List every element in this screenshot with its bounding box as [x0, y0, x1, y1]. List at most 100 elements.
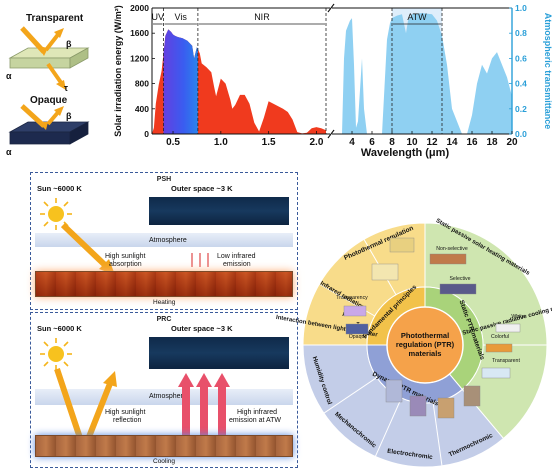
- x-tick-label: 20: [506, 137, 518, 148]
- x-tick-label: 6: [369, 137, 375, 148]
- inset-thumbnail: [343, 305, 367, 317]
- inset-thumbnail: [481, 367, 511, 379]
- center-label-3: materials: [409, 349, 442, 358]
- right-tick-label: 0.8: [515, 28, 527, 38]
- inset-thumbnail: [371, 263, 399, 281]
- inset-thumbnail: [389, 237, 415, 253]
- dynamic-divider: [374, 397, 402, 457]
- prc-emission-label-2: emission at ATW: [229, 417, 281, 424]
- prc-sun-label: Sun ~6000 K: [37, 324, 82, 333]
- prc-reflection-label-2: reflection: [113, 417, 142, 424]
- left-y-axis-title: Solar irradiation energy (W/m²): [113, 5, 123, 137]
- right-tick-label: 0.0: [515, 129, 527, 139]
- psh-emission-arrows: [191, 253, 209, 267]
- right-tick-label: 0.2: [515, 104, 527, 114]
- inset-thumbnail: [429, 253, 467, 265]
- prc-panel: PRC Sun ~6000 K Outer space ~3 K Atmosph…: [30, 312, 298, 468]
- axis-break-mark: [327, 129, 335, 139]
- inset-thumbnail: [495, 323, 521, 333]
- alpha-symbol: α: [6, 71, 12, 81]
- inset-white-label: White: [511, 314, 524, 320]
- prc-material-label: Cooling: [153, 458, 176, 465]
- solar-spectrum-visible-area: [163, 29, 198, 134]
- prc-atmosphere-label: Atmosphere: [149, 393, 187, 400]
- psh-outer-space: [149, 197, 289, 225]
- transmittance-area: [336, 13, 512, 134]
- psh-atmosphere-label: Atmosphere: [149, 237, 187, 244]
- prc-outer-space: [149, 337, 289, 369]
- x-tick-label: 0.5: [166, 137, 180, 148]
- inset-thumbnail: [439, 283, 477, 295]
- prc-space-label: Outer space ~3 K: [171, 324, 233, 333]
- inset-transparency-label: Transparency: [336, 295, 368, 301]
- opaque-slab-diagram: [8, 104, 90, 145]
- x-tick-label: 16: [466, 137, 478, 148]
- psh-space-label: Outer space ~3 K: [171, 184, 233, 193]
- psh-material-label: Heating: [153, 299, 176, 306]
- tau-symbol: τ: [64, 83, 69, 93]
- alpha-symbol-opaque: α: [6, 147, 12, 157]
- prc-atmosphere-band: [35, 389, 293, 405]
- inset-transparent-label: Transparent: [492, 358, 520, 364]
- left-tick-label: 1200: [130, 53, 149, 63]
- region-label: UV: [151, 12, 164, 22]
- wheel-center: [386, 306, 464, 384]
- center-label-1: Photothermal: [401, 331, 449, 340]
- inset-selective-label: Selective: [449, 276, 470, 282]
- psh-emission-label-1: Low infrared: [217, 253, 256, 260]
- optics-legend: Transparent α β τ Opaque α β: [0, 0, 104, 162]
- inset-thumbnail: [409, 395, 427, 417]
- inset-colorful-label: Colorful: [491, 334, 509, 340]
- transparent-label: Transparent: [26, 13, 84, 24]
- psh-title: PSH: [156, 176, 172, 183]
- psh-emission-label-2: emission: [223, 261, 251, 268]
- prc-emission-label-1: High infrared: [237, 409, 278, 416]
- inset-opaque-label: Opaque: [349, 334, 368, 340]
- x-tick-label: 8: [389, 137, 395, 148]
- right-tick-label: 0.4: [515, 79, 527, 89]
- x-tick-label: 2.0: [309, 137, 323, 148]
- psh-atmosphere-band: [35, 233, 293, 247]
- left-tick-label: 1600: [130, 28, 149, 38]
- psh-sun-label: Sun ~6000 K: [37, 184, 82, 193]
- transparent-slab-diagram: [8, 26, 90, 90]
- psh-heating-material: [35, 271, 293, 297]
- prc-reflection-label-1: High sunlight: [105, 409, 146, 416]
- right-tick-label: 1.0: [515, 3, 527, 13]
- x-tick-label: 12: [426, 137, 438, 148]
- right-y-axis-title: Atmospheric transmittance: [543, 13, 552, 130]
- x-tick-label: 1.5: [262, 137, 276, 148]
- x-axis-title: Wavelength (μm): [361, 147, 450, 159]
- center-label-2: regulation (PTR): [396, 340, 455, 349]
- x-tick-label: 10: [406, 137, 418, 148]
- right-tick-label: 0.6: [515, 53, 527, 63]
- prc-emission-arrows: [178, 373, 230, 439]
- axis-break-mark: [327, 3, 335, 13]
- prc-cooling-material: [35, 435, 293, 457]
- psh-absorption-label-2: absorption: [109, 261, 142, 268]
- x-tick-label: 4: [349, 137, 355, 148]
- left-tick-label: 800: [135, 79, 149, 89]
- region-label: Vis: [175, 12, 188, 22]
- x-tick-label: 18: [486, 137, 498, 148]
- left-tick-label: 2000: [130, 3, 149, 13]
- region-label: NIR: [254, 12, 270, 22]
- psh-panel: PSH Sun ~6000 K Outer space ~3 K Atmosph…: [30, 172, 298, 310]
- left-tick-label: 0: [144, 129, 149, 139]
- opaque-label: Opaque: [30, 95, 68, 106]
- inset-thumbnail: [385, 379, 403, 403]
- left-tick-label: 400: [135, 104, 149, 114]
- inset-thumbnail: [437, 397, 455, 419]
- dynamic-divider: [323, 377, 378, 414]
- psh-absorption-label-1: High sunlight: [105, 253, 146, 260]
- inset-thumbnail: [345, 323, 369, 335]
- sun-icon: [40, 338, 72, 370]
- x-tick-label: 14: [446, 137, 458, 148]
- inset-thumbnail: [463, 385, 481, 407]
- x-tick-label: 1.0: [214, 137, 228, 148]
- inset-nonselective-label: Non-selective: [436, 246, 468, 252]
- inset-thumbnail: [485, 343, 513, 353]
- beta-symbol: β: [66, 39, 72, 49]
